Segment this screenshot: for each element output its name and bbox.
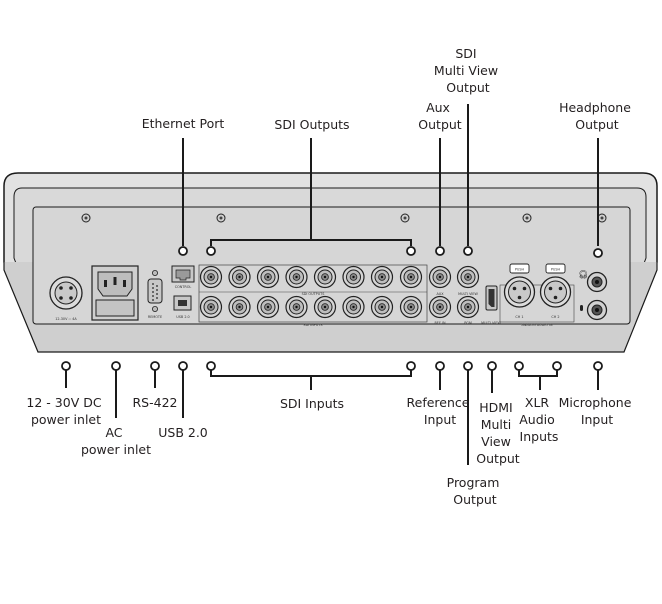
ac-power-connector (91, 265, 139, 321)
usb-connector: USB 2.0 (173, 295, 192, 319)
callout-labels: Ethernet Port SDI Outputs SDI Multi View… (26, 46, 636, 507)
label-aux-output: Aux Output (418, 100, 462, 132)
label-headphone-output: Headphone Output (559, 100, 635, 132)
ch1-text: CH 1 (515, 315, 523, 319)
dc-rating-text: 12-30V ⎓ 4A (55, 317, 77, 321)
ethernet-connector: CONTROL (171, 265, 195, 289)
sdi-inputs-panel-text: SDI INPUTS (303, 323, 322, 327)
bnc-connectors (199, 265, 480, 319)
push-ch2-text: PUSH (551, 268, 561, 272)
dc-power-connector: 12-30V ⎓ 4A (49, 276, 83, 321)
label-sdi-inputs: SDI Inputs (280, 396, 344, 411)
microphone-icon (580, 305, 583, 311)
label-sdi-multiview-output: SDI Multi View Output (434, 46, 502, 95)
label-microphone-input: Microphone Input (559, 395, 636, 427)
sdi-output-connector-4 (285, 265, 308, 289)
headphone-jack: 🎧︎ (578, 270, 608, 293)
multiview-hdmi-text: MULTI VIEW (481, 321, 501, 325)
label-usb: USB 2.0 (158, 425, 208, 440)
label-dc-power-inlet: 12 - 30V DC power inlet (26, 395, 105, 427)
remote-text: REMOTE (148, 315, 162, 319)
sdi-output-connector-6 (342, 265, 365, 289)
sdi-outputs-panel-text: SDI OUTPUTS (302, 292, 325, 296)
microphone-jack (580, 299, 608, 321)
label-hdmi-multiview-output: HDMI Multi View Output (476, 400, 520, 466)
sdi-input-connector-6 (342, 295, 365, 319)
sdi-multiview-connector (456, 265, 480, 289)
sdi-output-connector-8 (399, 265, 423, 289)
rs422-connector: REMOTE (147, 269, 163, 319)
program-output-connector (456, 295, 480, 319)
control-text: CONTROL (175, 285, 192, 289)
ref-in-text: REF IN (434, 321, 446, 325)
multiview-text: MULTI VIEW (458, 292, 478, 296)
sdi-output-connector-7 (370, 265, 394, 289)
xlr-input-ch2: PUSH CH 2 (539, 263, 572, 319)
leader-lines-top (178, 104, 603, 258)
sdi-input-connector-8 (399, 295, 423, 319)
analog-audio-in-text: ANALOG AUDIO IN (521, 323, 552, 327)
sdi-output-connector-2 (228, 265, 251, 289)
sdi-output-connector-5 (313, 265, 337, 289)
push-ch1-text: PUSH (515, 268, 525, 272)
label-reference-input: Reference Input (407, 395, 474, 427)
sdi-input-connector-1 (199, 295, 223, 319)
switcher-rear-panel: 12-30V ⎓ 4A REMOTE CONTROL USB 2.0 (3, 172, 658, 353)
xlr-input-ch1: PUSH CH 1 (503, 263, 536, 319)
label-program-output: Program Output (447, 475, 504, 507)
sdi-input-connector-3 (256, 295, 280, 319)
pgm-text: PGM (464, 321, 472, 325)
sdi-output-connector-1 (199, 265, 223, 289)
ch2-text: CH 2 (551, 315, 559, 319)
sdi-input-connector-5 (313, 295, 337, 319)
usb-text: USB 2.0 (176, 315, 189, 319)
label-ac-power-inlet: AC power inlet (81, 425, 151, 457)
hdmi-connector: MULTI VIEW (481, 285, 502, 325)
label-xlr-audio-inputs: XLR Audio Inputs (519, 395, 559, 444)
sdi-input-connector-4 (285, 295, 308, 319)
sdi-output-connector-3 (256, 265, 280, 289)
label-sdi-outputs: SDI Outputs (274, 117, 349, 132)
reference-input-connector (428, 295, 452, 319)
aux-output-connector (428, 265, 452, 289)
label-ethernet-port: Ethernet Port (142, 116, 225, 131)
headphone-icon: 🎧︎ (578, 270, 588, 279)
aux-text: AUX (436, 292, 444, 296)
label-rs422: RS-422 (133, 395, 178, 410)
sdi-input-connector-2 (228, 295, 251, 319)
leader-lines-bottom (61, 361, 603, 465)
sdi-input-connector-7 (370, 295, 394, 319)
